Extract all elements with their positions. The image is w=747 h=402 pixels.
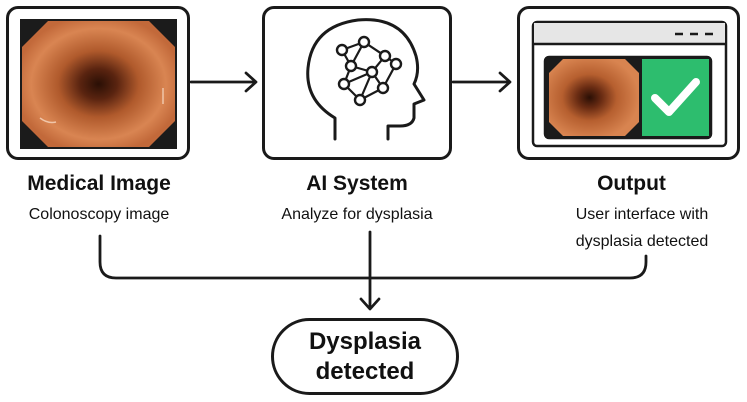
ai-system-subtitle: Analyze for dysplasia xyxy=(281,206,433,223)
output-subtitle-line-2: dysplasia detected xyxy=(575,233,709,250)
output-subtitle-line-1: User interface with xyxy=(575,206,709,223)
dysplasia-detected-result: Dysplasia detected xyxy=(271,318,459,395)
convergence-connector xyxy=(98,230,648,311)
medical-image-subtitle: Colonoscopy image xyxy=(28,206,170,223)
result-line-1: Dysplasia xyxy=(308,327,422,355)
arrow-ai-to-output xyxy=(451,71,512,93)
ui-window-check-icon xyxy=(531,20,728,148)
medical-image-title: Medical Image xyxy=(27,172,171,195)
output-title: Output xyxy=(597,172,666,195)
result-line-2: detected xyxy=(315,357,415,385)
colonoscopy-image-icon xyxy=(20,19,177,149)
ai-system-box xyxy=(262,6,452,160)
arrow-image-to-ai xyxy=(189,71,258,93)
ai-system-title: AI System xyxy=(306,172,408,195)
head-neural-network-icon xyxy=(306,18,426,141)
